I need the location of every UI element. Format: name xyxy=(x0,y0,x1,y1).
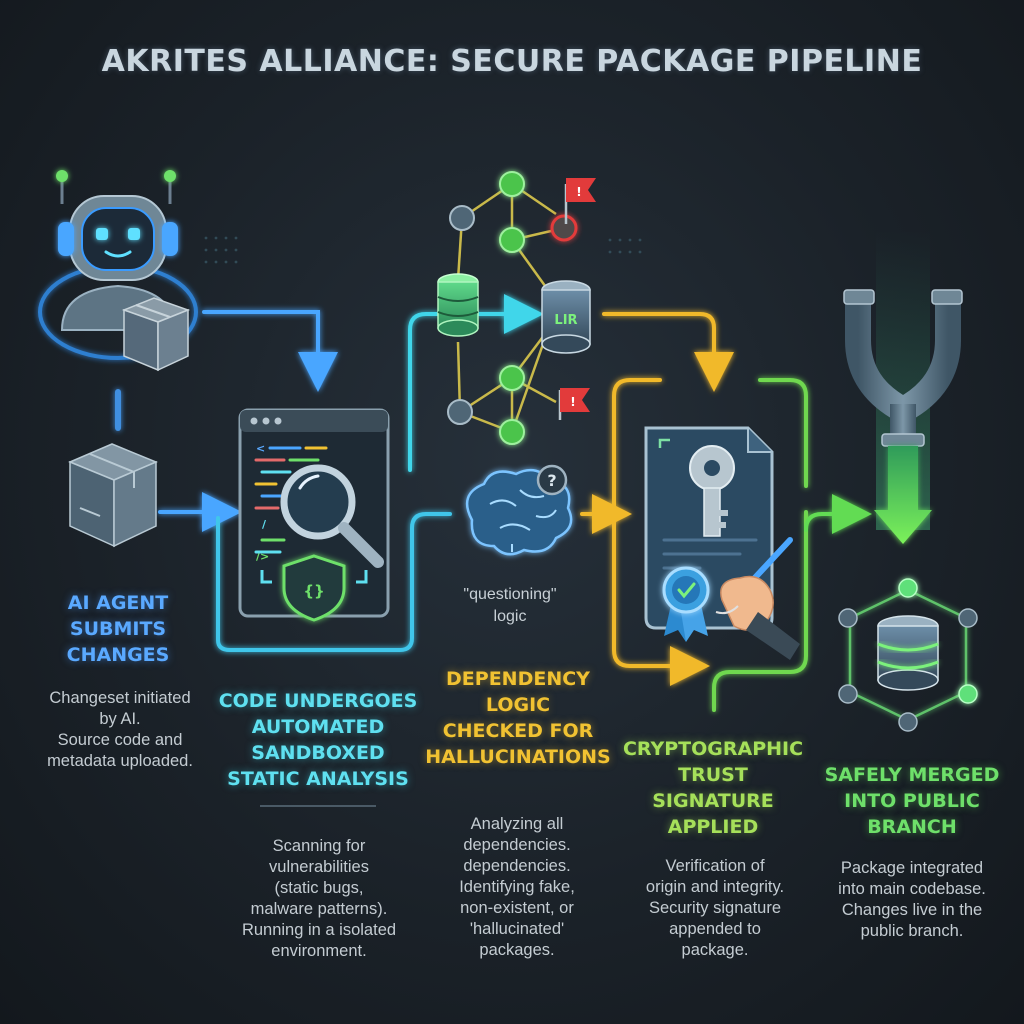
database-icon xyxy=(437,273,479,337)
stage-3-description: Analyzing all dependencies. dependencies… xyxy=(424,814,610,961)
stage-4-title-line: TRUST xyxy=(678,764,748,786)
stage-5-title: SAFELY MERGED INTO PUBLIC BRANCH xyxy=(812,762,1012,840)
brain-note-line: logic xyxy=(493,608,527,625)
stage-3-desc-line: Identifying fake, xyxy=(459,878,575,896)
shield-icon: {} xyxy=(282,554,346,622)
key-icon xyxy=(689,445,735,537)
stage-2-description: Scanning for vulnerabilities (static bug… xyxy=(222,836,416,962)
stage-2-title: CODE UNDERGOES AUTOMATED SANDBOXED STATI… xyxy=(212,688,424,792)
stage-5-title-line: INTO PUBLIC xyxy=(844,790,980,812)
stage-5-description: Package integrated into main codebase. C… xyxy=(814,858,1010,942)
question-mark: ? xyxy=(547,471,556,490)
stage-2-desc-line: vulnerabilities xyxy=(269,858,369,876)
stage-5-desc-line: into main codebase. xyxy=(838,880,986,898)
stage-4-desc-line: package. xyxy=(681,941,749,959)
seal-badge-icon xyxy=(662,566,710,642)
stage-3-title-line: HALLUCINATIONS xyxy=(425,746,611,768)
stage-3-title-line: CHECKED FOR xyxy=(442,720,594,742)
stage-3-desc-line: Analyzing all xyxy=(470,815,564,833)
dependency-graph: ! ! xyxy=(447,171,596,445)
stage-1-desc-line: metadata uploaded. xyxy=(47,752,193,770)
stage-2-desc-line: malware patterns). xyxy=(250,900,388,918)
signing-hand-icon xyxy=(715,537,800,660)
stage-4-title-line: SIGNATURE xyxy=(652,790,774,812)
connector-green-frame-bottom xyxy=(712,510,808,712)
stage-3-desc-line: dependencies. xyxy=(463,857,571,875)
stage-1-desc-line: Source code and xyxy=(57,731,183,749)
lir-label: LIR xyxy=(554,313,577,328)
connector-green-frame-top xyxy=(758,378,808,488)
magnifier-icon xyxy=(280,464,384,568)
brain-icon: ? xyxy=(465,464,573,556)
dot-grid-left xyxy=(204,236,238,264)
stage-4-desc-line: appended to xyxy=(669,920,761,938)
stage-1-title-line: CHANGES xyxy=(66,644,170,666)
stage-5-desc-line: Changes live in the xyxy=(841,901,983,919)
questioning-logic-note: "questioning" logic xyxy=(430,584,590,628)
stage-1-title-line: SUBMITS xyxy=(69,618,167,640)
stage-2-desc-line: Scanning for xyxy=(272,837,366,855)
code-glyph-lt: < xyxy=(256,442,265,455)
connector-agent-to-analysis xyxy=(202,310,338,392)
connector-gold-frame xyxy=(612,378,710,686)
stage-3-desc-line: non-existent, or xyxy=(460,899,574,917)
stage-3-title-line: LOGIC xyxy=(485,694,551,716)
connector-lir-to-signature xyxy=(602,312,734,392)
flag-mark-bottom: ! xyxy=(570,395,575,409)
stage-4-desc-line: Security signature xyxy=(648,899,782,917)
merged-database-icon xyxy=(838,578,978,732)
lir-cylinder-icon: LIR xyxy=(541,280,591,354)
stage-1-title: AI AGENT SUBMITS CHANGES xyxy=(20,590,216,668)
dot-grid-right xyxy=(608,238,642,254)
merge-pipe-icon xyxy=(843,230,963,544)
code-glyph-slash: / xyxy=(262,518,267,531)
page-title: AKRITES ALLIANCE: SECURE PACKAGE PIPELIN… xyxy=(101,44,923,79)
stage-1-desc-line: by AI. xyxy=(99,710,141,728)
stage-1-description: Changeset initiated by AI. Source code a… xyxy=(22,688,218,772)
stage-2-title-line: CODE UNDERGOES xyxy=(218,690,418,712)
stage-2-title-line: AUTOMATED xyxy=(251,716,385,738)
stage-2-title-line: SANDBOXED xyxy=(251,742,385,764)
stage-5-title-line: BRANCH xyxy=(867,816,957,838)
package-crate-icon xyxy=(68,443,158,548)
stage-3-desc-line: packages. xyxy=(479,941,555,959)
stage-3-title: DEPENDENCY LOGIC CHECKED FOR HALLUCINATI… xyxy=(412,666,624,770)
stage-1-title-line: AI AGENT xyxy=(67,592,169,614)
stage-4-title-line: CRYPTOGRAPHIC xyxy=(622,738,804,760)
stage-3-desc-line: 'hallucinated' xyxy=(469,920,565,938)
brain-note-line: "questioning" xyxy=(463,586,557,603)
stage-4-description: Verification of origin and integrity. Se… xyxy=(618,856,812,961)
stage-2-desc-line: environment. xyxy=(271,942,367,960)
package-box-icon xyxy=(121,297,191,372)
connector-analysis-to-graph xyxy=(408,312,440,472)
stage-5-title-line: SAFELY MERGED xyxy=(824,764,1000,786)
shield-code-brace: {} xyxy=(303,582,324,600)
flag-mark-top: ! xyxy=(576,185,581,199)
stage-3-title-line: DEPENDENCY xyxy=(446,668,590,690)
stage-5-desc-line: Package integrated xyxy=(840,859,984,877)
stage-2-desc-line: Running in a isolated xyxy=(241,921,397,939)
stage-4-title-line: APPLIED xyxy=(667,816,759,838)
stage-4-title: CRYPTOGRAPHIC TRUST SIGNATURE APPLIED xyxy=(612,736,814,840)
connector-analysis-to-brain xyxy=(216,512,452,652)
stage-4-desc-line: Verification of xyxy=(665,857,765,875)
stage-2-desc-line: (static bugs, xyxy=(274,879,364,897)
stage-2-title-line: STATIC ANALYSIS xyxy=(227,768,409,790)
stage-5-desc-line: public branch. xyxy=(860,922,964,940)
connector-signature-to-merge xyxy=(804,494,872,534)
stage-1-desc-line: Changeset initiated xyxy=(49,689,191,707)
stage-4-desc-line: origin and integrity. xyxy=(645,878,785,896)
stage-3-desc-line: dependencies. xyxy=(463,836,571,854)
flow-connectors xyxy=(115,294,872,712)
